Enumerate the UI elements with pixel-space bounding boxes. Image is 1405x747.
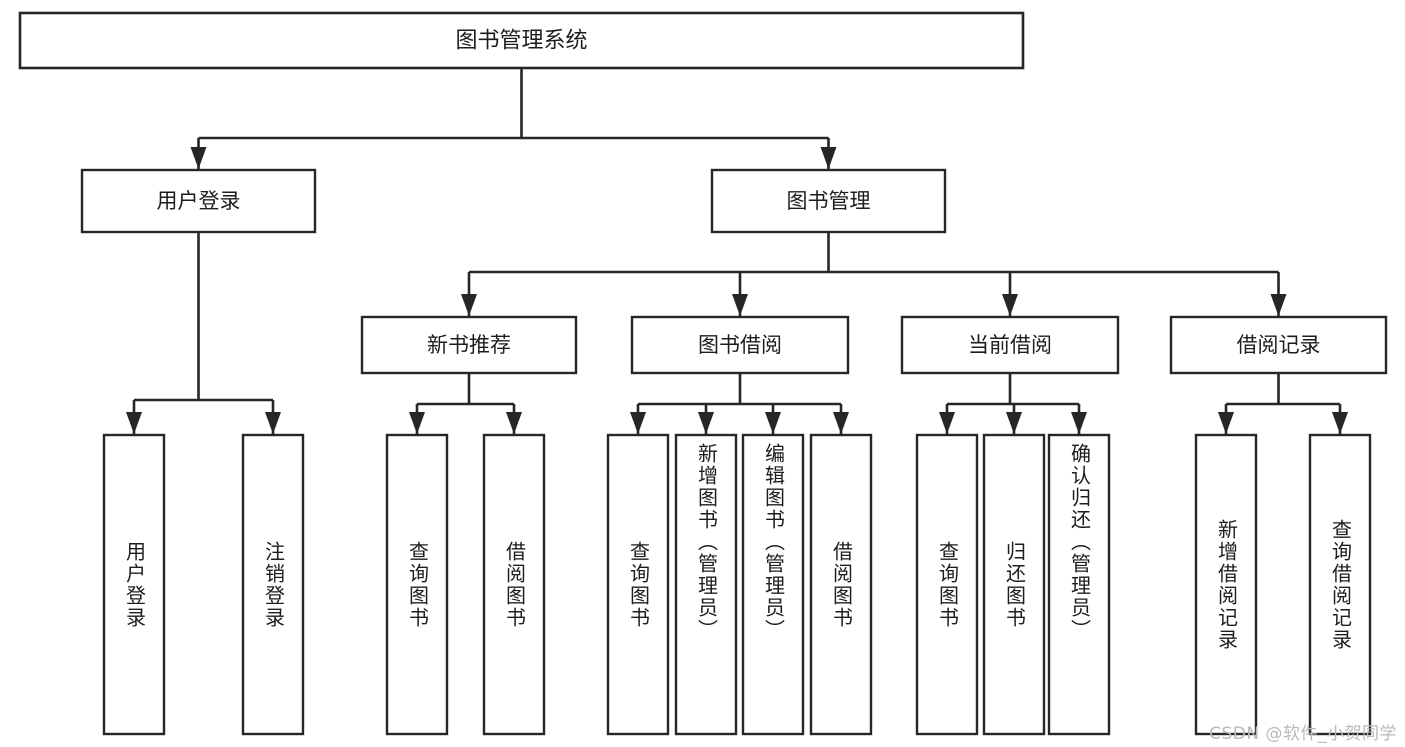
edges-layer xyxy=(126,68,1348,434)
arrow-head-icon xyxy=(409,412,425,434)
node-book-manage-label: 图书管理 xyxy=(787,189,871,213)
node-book-manage[interactable] xyxy=(710,168,947,234)
node-leaf-rec-query-book-box xyxy=(385,433,449,736)
node-leaf-user-login[interactable] xyxy=(102,433,166,736)
node-leaf-current-return-book[interactable] xyxy=(982,433,1046,736)
node-leaf-record-query-box xyxy=(1308,433,1372,736)
node-leaf-rec-borrow-book-box xyxy=(482,433,546,736)
arrow-head-icon xyxy=(1332,412,1348,434)
node-leaf-borrow-borrow-book-box xyxy=(809,433,873,736)
node-current-borrow-label: 当前借阅 xyxy=(968,333,1052,357)
node-user-login[interactable] xyxy=(80,168,317,234)
node-book-borrow[interactable] xyxy=(630,315,850,375)
node-leaf-user-logout-box xyxy=(241,433,305,736)
node-user-login-label: 用户登录 xyxy=(157,189,241,213)
node-leaf-record-query[interactable] xyxy=(1308,433,1372,736)
node-borrow-record[interactable] xyxy=(1169,315,1388,375)
arrow-head-icon xyxy=(698,412,714,434)
node-leaf-borrow-borrow-book[interactable] xyxy=(809,433,873,736)
node-leaf-user-login-box xyxy=(102,433,166,736)
arrow-head-icon xyxy=(732,294,748,316)
arrow-head-icon xyxy=(1006,412,1022,434)
arrow-head-icon xyxy=(630,412,646,434)
node-user-login-box xyxy=(80,168,317,234)
node-leaf-current-query-book[interactable] xyxy=(915,433,979,736)
node-root-label: 图书管理系统 xyxy=(455,29,587,54)
node-leaf-record-add[interactable] xyxy=(1194,433,1258,736)
node-leaf-borrow-edit-book[interactable] xyxy=(741,433,805,736)
arrow-head-icon xyxy=(506,412,522,434)
node-current-borrow-box xyxy=(900,315,1120,375)
node-leaf-record-add-box xyxy=(1194,433,1258,736)
arrow-head-icon xyxy=(1002,294,1018,316)
node-leaf-current-query-book-box xyxy=(915,433,979,736)
arrow-head-icon xyxy=(939,412,955,434)
node-leaf-borrow-add-book[interactable] xyxy=(674,433,738,736)
arrow-head-icon xyxy=(765,412,781,434)
node-leaf-borrow-edit-book-box xyxy=(741,433,805,736)
node-leaf-rec-query-book[interactable] xyxy=(385,433,449,736)
node-leaf-rec-borrow-book[interactable] xyxy=(482,433,546,736)
node-new-book-rec-label: 新书推荐 xyxy=(427,333,511,357)
node-leaf-current-confirm-return[interactable] xyxy=(1047,433,1111,736)
node-root[interactable] xyxy=(18,11,1025,70)
node-leaf-current-return-book-box xyxy=(982,433,1046,736)
node-root-box xyxy=(18,11,1025,70)
node-borrow-record-label: 借阅记录 xyxy=(1237,333,1321,357)
arrow-head-icon xyxy=(265,412,281,434)
arrow-head-icon xyxy=(833,412,849,434)
node-leaf-borrow-query-book[interactable] xyxy=(606,433,670,736)
arrow-head-icon xyxy=(1071,412,1087,434)
node-book-borrow-label: 图书借阅 xyxy=(698,333,782,357)
arrow-head-icon xyxy=(126,412,142,434)
csdn-watermark: CSDN @软件_小贺同学 xyxy=(1209,724,1397,744)
node-new-book-rec-box xyxy=(360,315,578,375)
node-leaf-user-logout[interactable] xyxy=(241,433,305,736)
node-current-borrow[interactable] xyxy=(900,315,1120,375)
arrow-head-icon xyxy=(461,294,477,316)
node-book-borrow-box xyxy=(630,315,850,375)
node-leaf-borrow-add-book-box xyxy=(674,433,738,736)
node-book-manage-box xyxy=(710,168,947,234)
node-leaf-borrow-query-book-box xyxy=(606,433,670,736)
node-new-book-rec[interactable] xyxy=(360,315,578,375)
node-borrow-record-box xyxy=(1169,315,1388,375)
arrow-head-icon xyxy=(820,147,837,169)
arrow-head-icon xyxy=(1218,412,1234,434)
arrow-head-icon xyxy=(190,147,207,169)
arrow-head-icon xyxy=(1270,294,1287,316)
node-leaf-current-confirm-return-box xyxy=(1047,433,1111,736)
